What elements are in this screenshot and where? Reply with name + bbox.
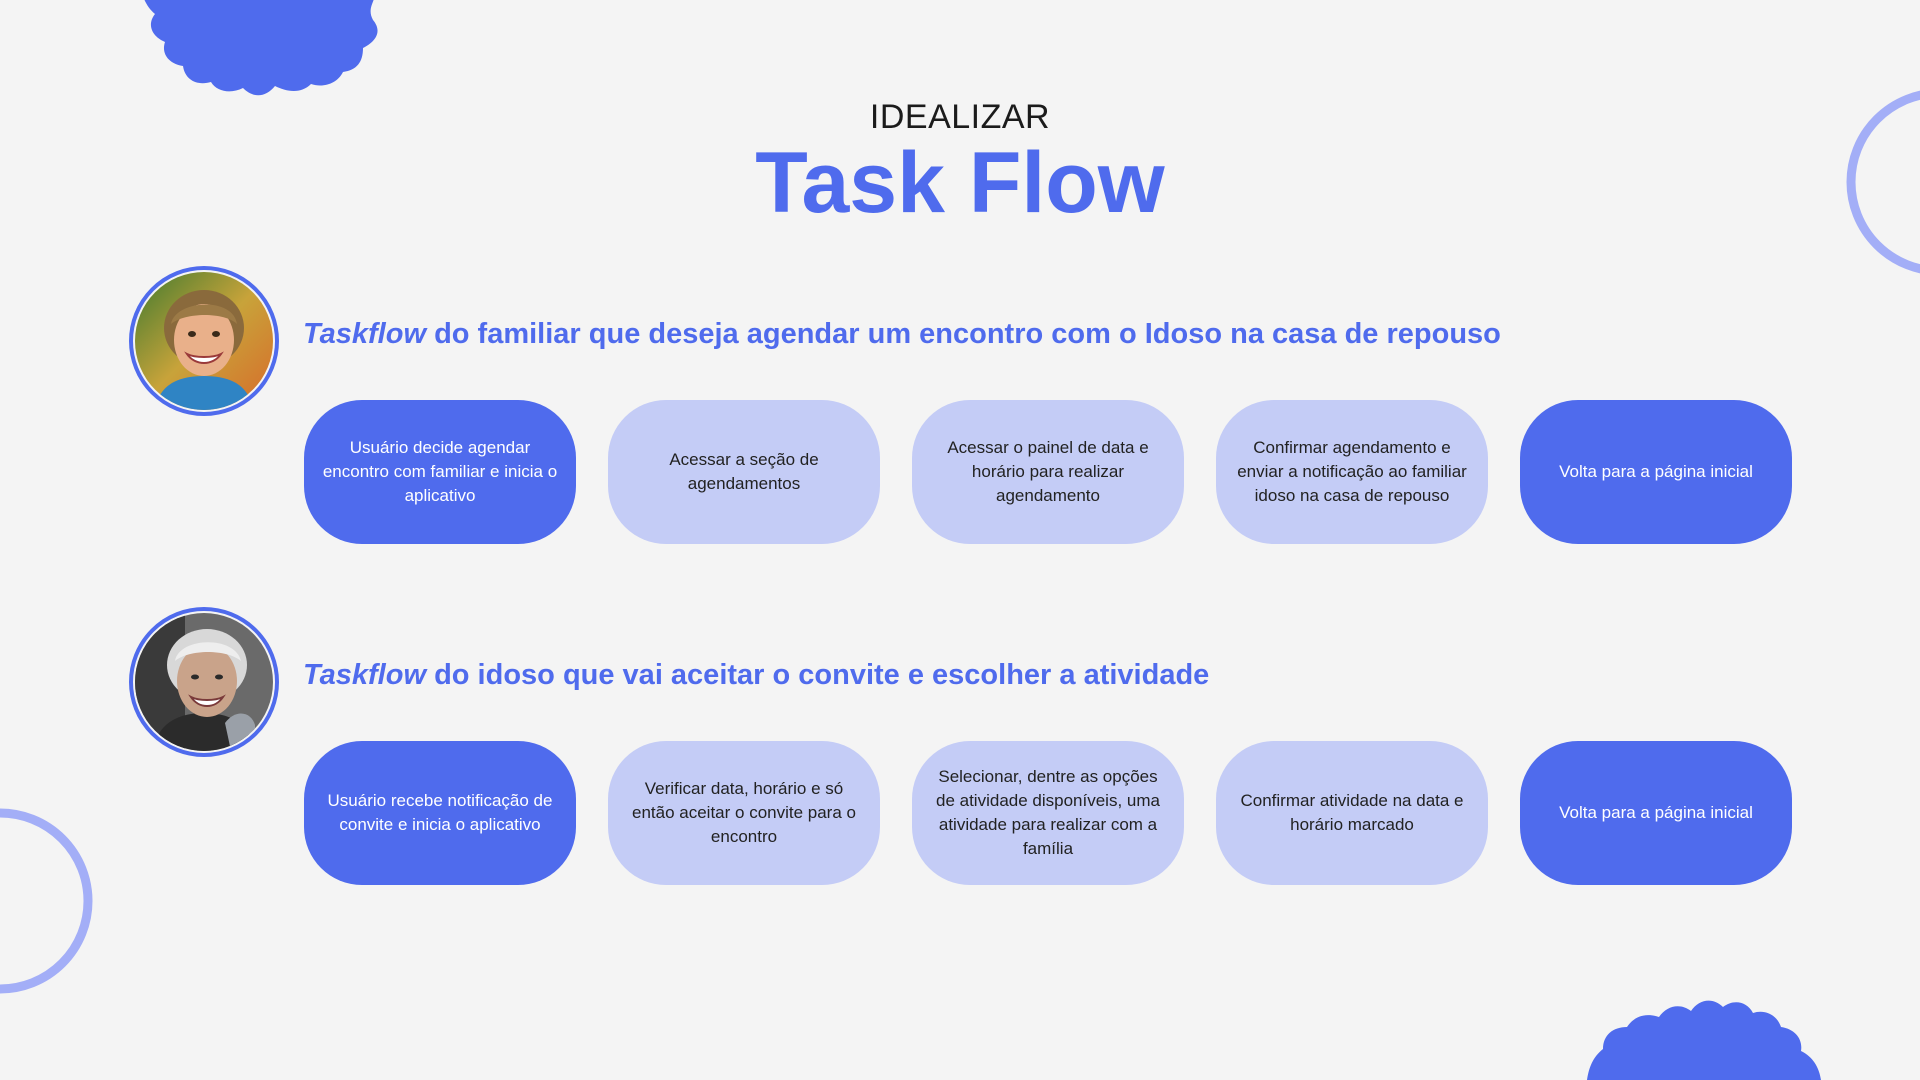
flow1-step-2: Acessar a seção de agendamentos: [608, 400, 880, 544]
flow1-step-3: Acessar o painel de data e horário para …: [912, 400, 1184, 544]
flow-title-italic: Taskflow: [303, 318, 427, 350]
flow-title-idoso: Taskflow do idoso que vai aceitar o conv…: [303, 659, 1209, 692]
flow-title-familiar: Taskflow do familiar que deseja agendar …: [303, 318, 1501, 351]
flow2-step-3: Selecionar, dentre as opções de atividad…: [912, 741, 1184, 885]
woman-avatar-icon: [135, 272, 273, 410]
flow1-step-4: Confirmar agendamento e enviar a notific…: [1216, 400, 1488, 544]
flow2-step-5: Volta para a página inicial: [1520, 741, 1792, 885]
top-right-ring-decoration: [1846, 90, 1920, 274]
flow1-step-5: Volta para a página inicial: [1520, 400, 1792, 544]
flow-title-text: do idoso que vai aceitar o convite e esc…: [426, 659, 1210, 691]
step-label: Volta para a página inicial: [1559, 803, 1753, 822]
flow-title-text: do familiar que deseja agendar um encont…: [426, 318, 1501, 350]
flow2-step-1: Usuário recebe notificação de convite e …: [304, 741, 576, 885]
persona-avatar-familiar: [129, 266, 279, 416]
flow1-step-1: Usuário decide agendar encontro com fami…: [304, 400, 576, 544]
page-title: Task Flow: [755, 135, 1165, 231]
step-label: Volta para a página inicial: [1559, 462, 1753, 481]
step-label: Acessar o painel de data e horário para …: [947, 438, 1149, 505]
step-label: Usuário recebe notificação de convite e …: [327, 791, 553, 834]
bottom-right-blob-decoration: [1587, 1000, 1821, 1080]
step-label: Verificar data, horário e só então aceit…: [632, 779, 856, 846]
bottom-left-ring-decoration: [0, 808, 93, 994]
flow-title-italic: Taskflow: [303, 659, 427, 691]
persona-avatar-idoso: [129, 607, 279, 757]
step-label: Confirmar atividade na data e horário ma…: [1240, 791, 1464, 834]
flow2-step-4: Confirmar atividade na data e horário ma…: [1216, 741, 1488, 885]
step-label: Usuário decide agendar encontro com fami…: [322, 438, 558, 505]
step-label: Selecionar, dentre as opções de atividad…: [936, 767, 1160, 858]
flow2-step-2: Verificar data, horário e só então aceit…: [608, 741, 880, 885]
elderly-woman-avatar-icon: [135, 613, 273, 751]
step-label: Confirmar agendamento e enviar a notific…: [1237, 438, 1467, 505]
step-label: Acessar a seção de agendamentos: [669, 450, 819, 493]
top-left-blob-decoration: [144, 0, 378, 96]
section-subtitle: IDEALIZAR: [869, 98, 1051, 136]
